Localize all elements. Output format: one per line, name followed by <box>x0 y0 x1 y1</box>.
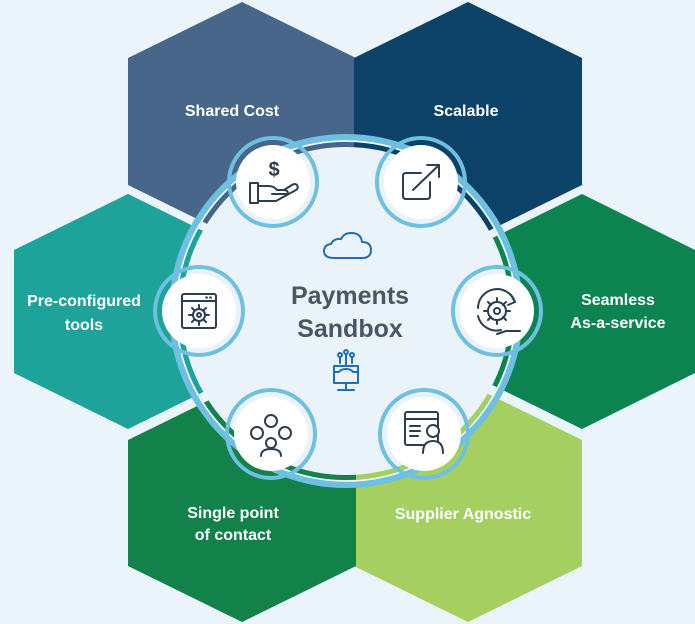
label-preconfigured-line-1: Pre-configured <box>27 293 141 310</box>
user-document-icon <box>404 411 444 454</box>
label-shared-cost: Shared Cost <box>185 103 280 120</box>
badge-seamless <box>451 265 543 357</box>
label-seamless-line-2: As-a-service <box>570 315 665 332</box>
server-network-icon <box>333 349 359 391</box>
center-disc <box>182 147 510 475</box>
hand-holding-dollar-icon: $ <box>249 159 299 204</box>
badge-preconfigured <box>153 265 245 357</box>
scale-arrow-icon <box>402 164 440 200</box>
gear-cycle-icon <box>477 288 521 335</box>
label-scalable: Scalable <box>434 103 499 120</box>
label-single-point-line-1: Single point <box>187 505 279 522</box>
people-network-icon <box>250 414 292 457</box>
label-preconfigured-line-2: tools <box>65 317 103 334</box>
center-title-line-2: Sandbox <box>297 315 403 343</box>
hex-seamless <box>468 194 695 429</box>
badge-supplier-agnostic <box>378 388 470 480</box>
label-single-point-line-2: of contact <box>195 527 272 544</box>
badge-shared-cost <box>227 136 319 228</box>
svg-text:$: $ <box>268 159 279 181</box>
cloud-icon <box>323 232 372 259</box>
center-title-line-1: Payments <box>291 282 409 310</box>
label-supplier-agnostic: Supplier Agnostic <box>395 506 531 523</box>
label-seamless-line-1: Seamless <box>581 292 655 309</box>
settings-window-icon <box>181 293 217 329</box>
badge-single-point <box>225 388 317 480</box>
